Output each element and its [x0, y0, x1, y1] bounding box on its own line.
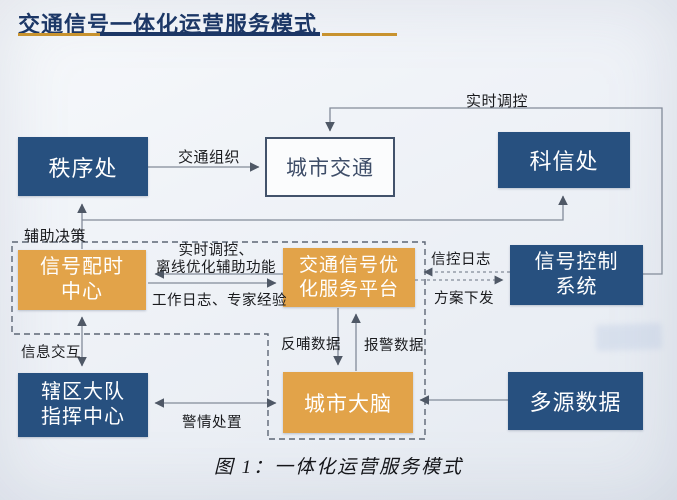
edge-to-tech-info-division: [82, 195, 568, 221]
node-order-division: 秩序处: [18, 137, 148, 196]
edge-label-realtime-control-top: 实时调控: [466, 93, 529, 110]
edge-label-plan-dispatch: 方案下发: [434, 291, 494, 307]
edge-label-alarm-handling: 警情处置: [182, 415, 242, 431]
node-city-brain: 城市大脑: [283, 372, 413, 433]
node-multi-source-data-label: 多源数据: [529, 390, 622, 415]
edge-label-alarm-data: 报警数据: [364, 338, 424, 354]
node-signal-control-system: 信号控制系统: [510, 245, 643, 305]
node-optimization-platform: 交通信号优化服务平台: [283, 248, 415, 307]
node-order-division-label: 秩序处: [48, 155, 118, 181]
edge-label-realtime-offline-line1: 实时调控、: [178, 243, 254, 259]
node-tech-info-division-label: 科信处: [529, 149, 599, 174]
title-underline-navy: [100, 32, 320, 36]
edge-label-realtime-offline-line2: 离线优化辅助功能: [156, 259, 276, 276]
node-multi-source-data: 多源数据: [508, 372, 643, 430]
node-signal-control-system-label: 信号控制系统: [534, 251, 619, 298]
edge-label-assist-decision: 辅助决策: [24, 228, 87, 245]
node-city-brain-label: 城市大脑: [304, 392, 392, 416]
edge-label-signal-control-log: 信控日志: [431, 252, 491, 268]
node-city-traffic: 城市交通: [265, 137, 395, 197]
edge-realtime-control-loop: [325, 107, 663, 275]
node-district-command-center-label: 辖区大队指挥中心: [41, 381, 125, 428]
figure-caption: 图 1：一体化运营服务模式: [213, 457, 464, 478]
edge-label-work-log-expert: 工作日志、专家经验: [152, 293, 287, 309]
title-underline-gold-right: [322, 33, 397, 36]
edge-label-realtime-offline: 实时调控、 离线优化辅助功能: [150, 243, 282, 276]
node-city-traffic-label: 城市交通: [286, 157, 374, 180]
node-district-command-center: 辖区大队指挥中心: [18, 373, 148, 437]
edge-label-feedback-data: 反哺数据: [281, 337, 341, 353]
edge-label-information-exchange: 信息交互: [21, 345, 81, 361]
title-underline-gold-left: [18, 33, 100, 36]
node-signal-timing-center-label: 信号配时中心: [40, 256, 124, 303]
node-optimization-platform-label: 交通信号优化服务平台: [298, 254, 399, 300]
node-signal-timing-center: 信号配时中心: [18, 250, 146, 310]
edge-label-traffic-organization: 交通组织: [178, 149, 241, 166]
node-tech-info-division: 科信处: [498, 132, 630, 188]
dashed-service-boundary: [11, 241, 426, 440]
